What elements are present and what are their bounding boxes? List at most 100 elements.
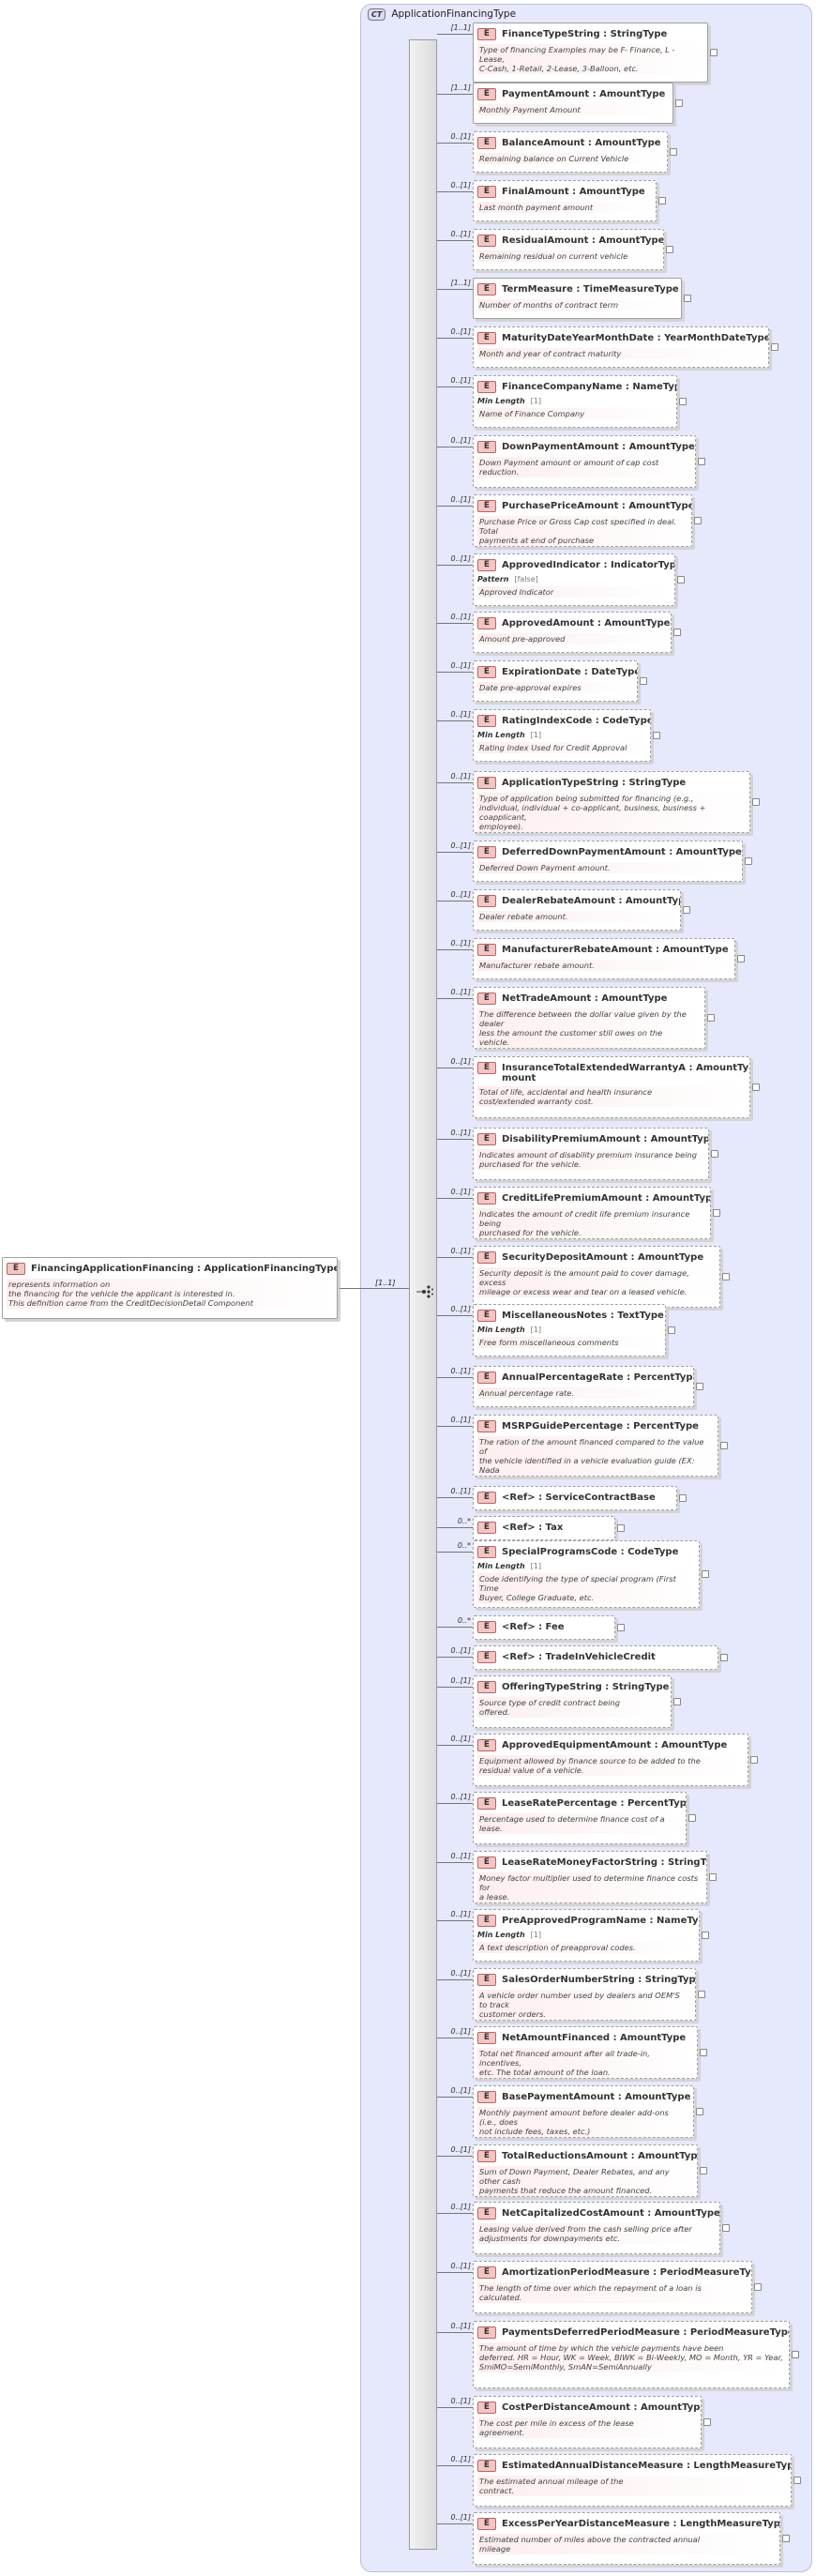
expand-icon[interactable] (754, 2283, 762, 2291)
element-name: MSRPGuidePercentage : PercentType (502, 1420, 699, 1432)
expand-icon[interactable] (713, 1209, 720, 1217)
element-card[interactable]: E<Ref> : Tax (473, 1516, 615, 1540)
facet-label: Min Length (477, 731, 525, 739)
element-facet: Min Length[1] (477, 1931, 695, 1939)
expand-icon[interactable] (677, 576, 685, 583)
expand-icon[interactable] (675, 99, 683, 107)
expand-icon[interactable] (711, 1150, 718, 1158)
expand-icon[interactable] (710, 49, 718, 56)
expand-icon[interactable] (683, 906, 690, 914)
expand-icon[interactable] (653, 732, 660, 739)
expand-icon[interactable] (688, 1814, 696, 1822)
element-badge-icon: E (477, 2149, 496, 2162)
expand-icon[interactable] (698, 458, 705, 465)
expand-icon[interactable] (694, 517, 702, 524)
expand-icon[interactable] (658, 197, 666, 205)
expand-icon[interactable] (737, 955, 745, 962)
expand-icon[interactable] (702, 1570, 709, 1578)
expand-icon[interactable] (722, 2224, 730, 2232)
expand-icon[interactable] (700, 2167, 707, 2174)
expand-icon[interactable] (750, 1756, 758, 1764)
expand-icon[interactable] (679, 398, 687, 405)
expand-icon[interactable] (752, 1083, 760, 1091)
expand-icon[interactable] (782, 2535, 790, 2542)
expand-icon[interactable] (720, 1442, 728, 1449)
facet-value: [false] (514, 575, 538, 583)
expand-icon[interactable] (668, 1326, 675, 1334)
expand-icon[interactable] (752, 798, 760, 806)
element-cardinality: 0..[1] (450, 1129, 471, 1137)
expand-icon[interactable] (617, 1524, 625, 1532)
expand-icon[interactable] (684, 295, 691, 302)
expand-icon[interactable] (792, 2351, 799, 2358)
expand-icon[interactable] (698, 1991, 705, 1998)
expand-icon[interactable] (640, 677, 647, 685)
element-connector (437, 2097, 473, 2098)
expand-icon[interactable] (707, 1014, 715, 1022)
expand-icon[interactable] (670, 148, 677, 156)
expand-icon[interactable] (696, 2108, 703, 2115)
expand-icon[interactable] (745, 857, 752, 865)
element-card[interactable]: E<Ref> : ServiceContractBase (473, 1486, 677, 1510)
expand-icon[interactable] (709, 1873, 717, 1881)
expand-icon[interactable] (722, 1273, 730, 1280)
expand-icon[interactable] (673, 629, 681, 636)
expand-icon[interactable] (679, 1494, 687, 1502)
expand-icon[interactable] (793, 2477, 801, 2484)
expand-icon[interactable] (720, 1654, 728, 1661)
expand-icon[interactable] (703, 2418, 711, 2426)
element-card[interactable]: E<Ref> : TradeInVehicleCredit (473, 1645, 718, 1670)
root-element[interactable]: E FinancingApplicationFinancing : Applic… (2, 1257, 338, 1319)
expand-icon[interactable] (673, 1698, 681, 1705)
expand-icon[interactable] (700, 2049, 707, 2056)
element-card[interactable]: E<Ref> : Fee (473, 1615, 615, 1640)
expand-icon[interactable] (696, 1383, 703, 1390)
expand-icon[interactable] (702, 1932, 709, 1939)
expand-icon[interactable] (617, 1624, 625, 1631)
expand-icon[interactable] (771, 343, 778, 351)
expand-icon[interactable] (666, 246, 673, 253)
